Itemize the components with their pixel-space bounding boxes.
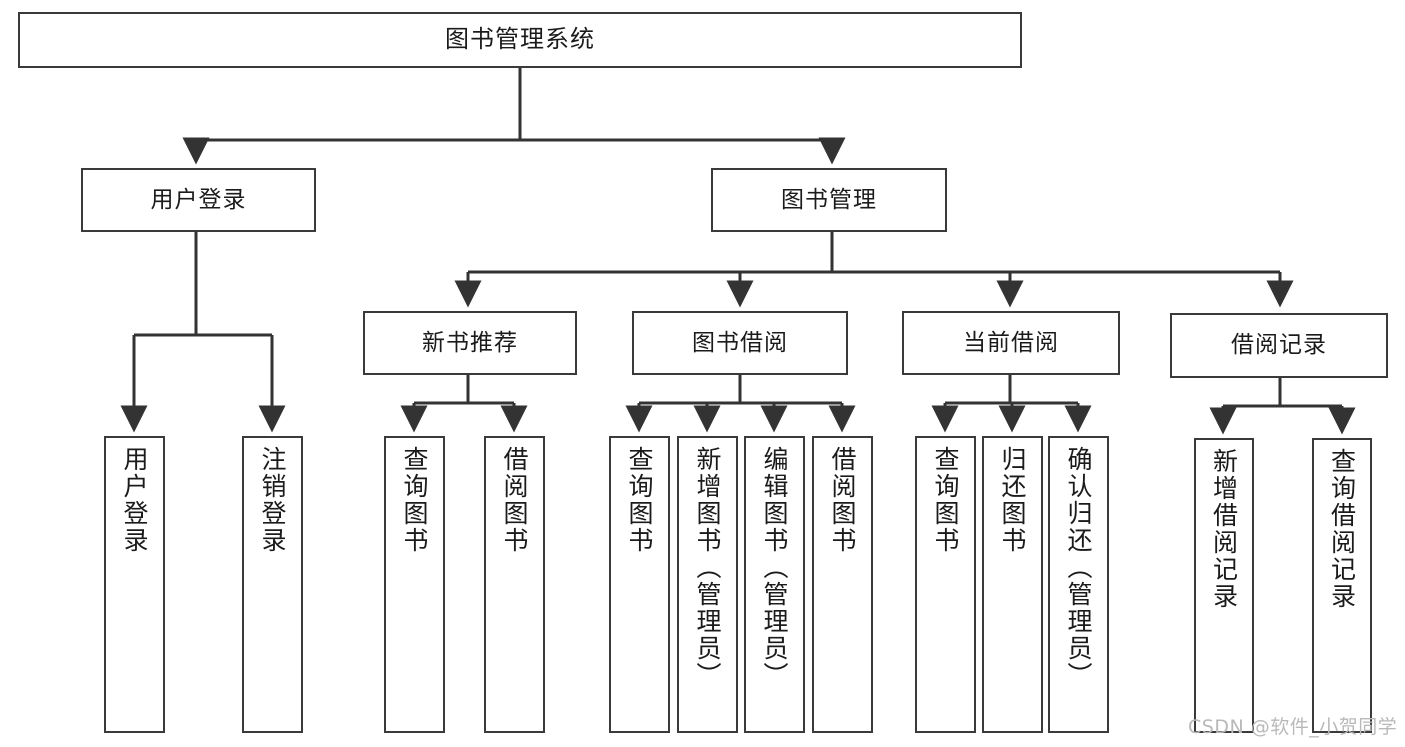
leaf-record-add-record[interactable]: 新增借阅记录: [1194, 438, 1254, 733]
node-label: 当前借阅: [963, 329, 1059, 356]
leaf-borrow-add-book-admin[interactable]: 新增图书（管理员）: [677, 436, 738, 733]
node-label: 归还图书: [998, 446, 1027, 554]
leaf-new-book-query[interactable]: 查询图书: [384, 436, 445, 733]
node-label: 查询图书: [625, 446, 654, 554]
leaf-current-confirm-return-admin[interactable]: 确认归还（管理员）: [1048, 436, 1109, 733]
node-label: 图书管理: [781, 186, 877, 213]
node-label: 图书管理系统: [445, 25, 595, 54]
node-label: 用户登录: [120, 446, 149, 554]
node-label: 新增图书（管理员）: [693, 446, 722, 689]
leaf-borrow-query-book[interactable]: 查询图书: [609, 436, 670, 733]
node-book-management[interactable]: 图书管理: [711, 168, 947, 232]
node-label: 借阅记录: [1231, 332, 1327, 359]
leaf-borrow-edit-book-admin[interactable]: 编辑图书（管理员）: [744, 436, 805, 733]
node-user-login[interactable]: 用户登录: [81, 168, 316, 232]
leaf-current-return-book[interactable]: 归还图书: [982, 436, 1043, 733]
node-label: 新书推荐: [422, 329, 518, 356]
leaf-borrow-borrow-book[interactable]: 借阅图书: [812, 436, 873, 733]
node-label: 用户登录: [150, 186, 247, 213]
leaf-new-book-borrow[interactable]: 借阅图书: [484, 436, 545, 733]
leaf-record-query-record[interactable]: 查询借阅记录: [1312, 438, 1372, 733]
node-label: 查询借阅记录: [1327, 448, 1357, 610]
node-new-book-recommend[interactable]: 新书推荐: [363, 311, 577, 375]
node-label: 编辑图书（管理员）: [760, 446, 789, 689]
node-current-borrow[interactable]: 当前借阅: [902, 311, 1120, 375]
node-label: 新增借阅记录: [1209, 448, 1239, 610]
node-book-borrow[interactable]: 图书借阅: [632, 311, 848, 375]
node-label: 图书借阅: [692, 329, 788, 356]
leaf-current-query-book[interactable]: 查询图书: [915, 436, 976, 733]
leaf-user-login-signout[interactable]: 注销登录: [242, 436, 303, 733]
node-label: 查询图书: [400, 446, 429, 554]
node-label: 确认归还（管理员）: [1064, 446, 1093, 689]
node-borrow-record[interactable]: 借阅记录: [1170, 313, 1388, 378]
node-label: 借阅图书: [500, 446, 529, 554]
node-label: 注销登录: [258, 446, 287, 554]
node-root-system[interactable]: 图书管理系统: [18, 12, 1022, 68]
leaf-user-login-signin[interactable]: 用户登录: [104, 436, 165, 733]
node-label: 查询图书: [931, 446, 960, 554]
node-label: 借阅图书: [828, 446, 857, 554]
